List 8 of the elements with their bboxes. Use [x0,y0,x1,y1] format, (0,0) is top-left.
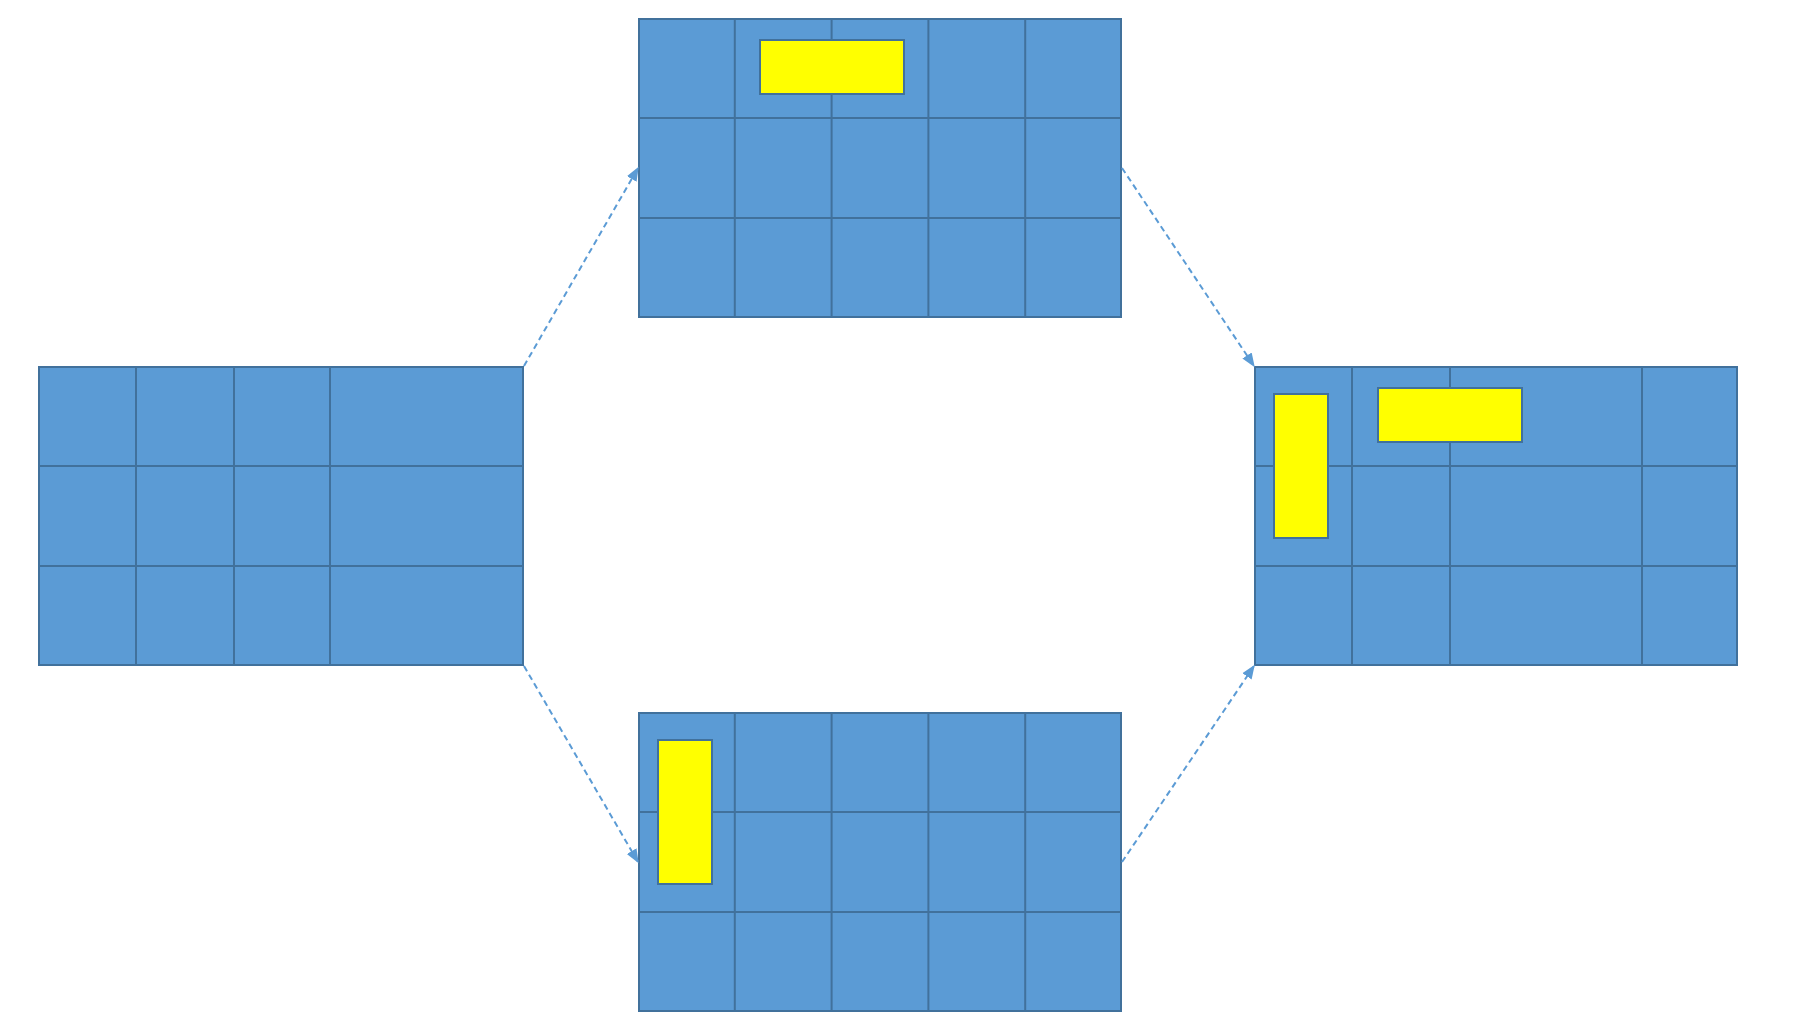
grid-drawing [638,712,1122,1012]
arrow [523,665,639,864]
grid-drawing [1254,366,1738,666]
grid-drawing [638,18,1122,318]
arrow [1121,167,1255,368]
arrow [1121,664,1255,863]
arrow [523,166,639,367]
grid-drawing [38,366,524,666]
